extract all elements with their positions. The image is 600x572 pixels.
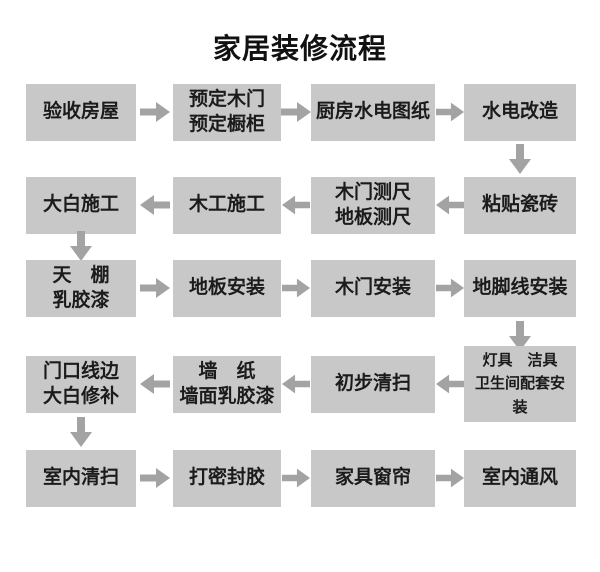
- flow-box: 天 棚 乳胶漆: [26, 259, 136, 317]
- flow-box-label: 墙 纸 墙面乳胶漆: [179, 360, 275, 407]
- arrow-down-icon: [508, 144, 532, 174]
- flow-box-label: 木门测尺 地板测尺: [334, 181, 411, 228]
- arrow-left-icon: [139, 194, 170, 216]
- flow-box: 地板安装: [173, 259, 281, 317]
- flow-box: 室内通风: [464, 449, 576, 507]
- arrow-right-icon: [281, 101, 311, 123]
- flow-box: 厨房水电图纸: [311, 83, 435, 141]
- flow-box-label: 打密封胶: [188, 467, 265, 489]
- arrow-down-icon: [508, 321, 532, 351]
- flow-box-label: 室内清扫: [42, 467, 119, 489]
- arrow-right-icon: [435, 277, 464, 299]
- flow-box: 墙 纸 墙面乳胶漆: [173, 355, 281, 413]
- flow-box-label: 门口线边 大白修补: [42, 360, 119, 407]
- flowchart-grid: 验收房屋 预定木门 预定橱柜 厨房水电图纸 水电改造 大白施工: [0, 80, 600, 508]
- flow-box: 家具窗帘: [311, 449, 435, 507]
- flow-box: 门口线边 大白修补: [26, 355, 136, 413]
- flowchart-title: 家居装修流程: [212, 33, 387, 64]
- arrow-right-icon: [282, 467, 310, 489]
- arrow-left-icon: [282, 194, 310, 216]
- arrow-right-icon: [139, 277, 170, 299]
- arrow-right-icon: [139, 467, 170, 489]
- flow-box-label: 地板安装: [188, 277, 265, 299]
- flow-box: 木工施工: [173, 176, 281, 234]
- arrow-down-icon: [69, 231, 93, 261]
- arrow-left-icon: [435, 373, 464, 395]
- flow-box: 打密封胶: [173, 449, 281, 507]
- arrow-right-icon: [435, 467, 464, 489]
- flow-box-label: 厨房水电图纸: [315, 101, 430, 123]
- flow-box: 地脚线安装: [464, 259, 576, 317]
- flow-box-label: 大白施工: [42, 194, 119, 216]
- arrow-left-icon: [435, 194, 464, 216]
- flow-box-label: 初步清扫: [334, 373, 411, 395]
- flow-box: 水电改造: [464, 83, 576, 141]
- flow-box: 验收房屋: [26, 83, 136, 141]
- flow-box: 大白施工: [26, 176, 136, 234]
- arrow-right-icon: [435, 101, 464, 123]
- flow-box: 木门安装: [311, 259, 435, 317]
- arrow-left-icon: [282, 373, 310, 395]
- flow-box-label: 验收房屋: [42, 101, 119, 123]
- flow-box: 初步清扫: [311, 355, 435, 413]
- flow-box-label: 天 棚 乳胶漆: [52, 264, 110, 311]
- flow-box: 预定木门 预定橱柜: [173, 83, 281, 141]
- flow-box-label: 木门安装: [334, 277, 411, 299]
- flow-box-label: 地脚线安装: [472, 277, 568, 299]
- flow-box-label: 家具窗帘: [334, 467, 411, 489]
- arrow-right-icon: [282, 277, 310, 299]
- arrow-left-icon: [139, 373, 170, 395]
- flow-box-label: 灯具 洁具 卫生间配套安装: [474, 352, 565, 416]
- flow-box: 灯具 洁具 卫生间配套安装: [464, 346, 576, 422]
- flow-box-label: 粘贴瓷砖: [481, 194, 558, 216]
- flow-box: 木门测尺 地板测尺: [311, 176, 435, 234]
- arrow-down-icon: [69, 417, 93, 447]
- arrow-right-icon: [139, 101, 170, 123]
- flow-box-label: 水电改造: [481, 101, 558, 123]
- flow-box-label: 木工施工: [188, 194, 265, 216]
- flow-box: 粘贴瓷砖: [464, 176, 576, 234]
- flow-box-label: 预定木门 预定橱柜: [188, 88, 265, 135]
- flow-box: 室内清扫: [26, 449, 136, 507]
- flow-box-label: 室内通风: [481, 467, 558, 489]
